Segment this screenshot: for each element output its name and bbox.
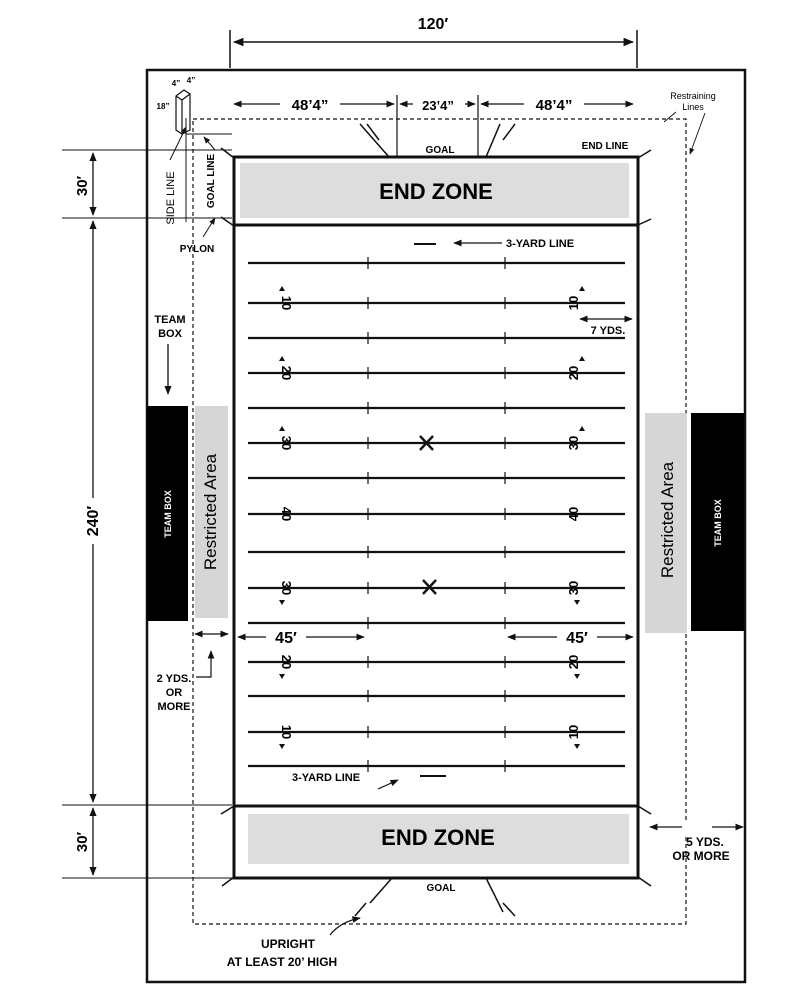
- yard-number-left: 20: [279, 655, 294, 669]
- restraining-lines-label-2: Lines: [682, 102, 704, 112]
- top-goal-support-left: [359, 123, 390, 158]
- side-line-label: SIDE LINE: [165, 171, 177, 224]
- yard-number-right: 30: [566, 436, 581, 450]
- end-zone-bottom-label: END ZONE: [381, 825, 495, 850]
- upright-label-1: UPRIGHT: [261, 937, 316, 951]
- yard-number-left: 10: [279, 296, 294, 310]
- restraining-line: [192, 118, 687, 925]
- team-box-callout-2: BOX: [158, 328, 183, 340]
- team-box-right: [691, 413, 744, 631]
- bottom-goal-support-left: [369, 877, 393, 904]
- yard-number-right: 20: [566, 366, 581, 380]
- two-yds-label-1: 2 YDS.: [157, 673, 192, 685]
- team-box-left: [147, 406, 188, 621]
- top-goal-support-right: [485, 123, 501, 158]
- pylon-arrow-2: [202, 217, 216, 238]
- hash-dist-left-label: 45′: [275, 630, 297, 647]
- pylon-dim-h: 18”: [157, 102, 170, 111]
- goal-width-label: 23’4”: [422, 98, 454, 113]
- yard-number-left: 30: [279, 581, 294, 595]
- upright-pointer: [329, 916, 361, 936]
- three-yard-label-bottom: 3-YARD LINE: [292, 772, 360, 784]
- end-zone-bottom-fill: [248, 814, 629, 864]
- two-yds-label-3: MORE: [158, 701, 191, 713]
- three-yard-pointer-bottom: [377, 779, 399, 790]
- pylon-mark-br2: [637, 876, 652, 887]
- five-yds-label-2: OR MORE: [672, 849, 729, 863]
- restraining-pointer-2: [689, 112, 706, 155]
- restricted-area-left: [195, 406, 228, 618]
- top-upright-right: [502, 123, 516, 141]
- two-yds-label-2: OR: [166, 687, 183, 699]
- pylon-arrow-3: [203, 136, 216, 151]
- end-zone-top-label: END ZONE: [379, 179, 493, 204]
- left-sideline-to-goal-label: 48’4”: [292, 97, 329, 114]
- team-box-callout-1: TEAM: [154, 314, 185, 326]
- bottom-upright-right: [502, 902, 516, 917]
- pylon-dim-w: 4”: [172, 79, 180, 88]
- three-yard-label-top: 3-YARD LINE: [506, 238, 574, 250]
- seven-yds-label: 7 YDS.: [591, 325, 626, 337]
- upright-label-2: AT LEAST 20’ HIGH: [227, 955, 337, 969]
- end-zone-top-fill: [240, 163, 629, 218]
- yard-number-right: 10: [566, 296, 581, 310]
- pylon-dim-d: 4”: [187, 76, 195, 85]
- yard-number-left: 40: [279, 507, 294, 521]
- yard-number-right: 10: [566, 725, 581, 739]
- yard-direction-triangles: [279, 286, 585, 749]
- two-yds-pointer: [196, 650, 215, 678]
- restraining-pointer-1: [663, 111, 677, 123]
- right-goal-to-sideline-label: 48’4”: [536, 97, 573, 114]
- yard-number-left: 10: [279, 725, 294, 739]
- restricted-area-right-label: Restricted Area: [658, 461, 677, 578]
- pylon-drawing: [175, 89, 191, 135]
- bottom-upright-left: [354, 902, 367, 917]
- end-zone-top-depth-label: 30′: [74, 175, 91, 196]
- pylon-mark-mr: [637, 218, 652, 226]
- end-line-label: END LINE: [582, 141, 629, 152]
- yard-number-left: 20: [279, 366, 294, 380]
- pylon-label: PYLON: [180, 244, 214, 255]
- field-length-label: 240′: [85, 506, 102, 537]
- pylon-mark-bl1: [220, 805, 235, 815]
- pylon-mark-br1: [637, 805, 652, 815]
- width-dimension-label: 120′: [418, 16, 449, 33]
- five-yds-label-1: 5 YDS.: [686, 835, 724, 849]
- pylon-mark-tr: [637, 149, 652, 159]
- yard-lines: [248, 261, 625, 768]
- pylon-arrow-1: [169, 126, 187, 161]
- restricted-area-left-label: Restricted Area: [201, 453, 220, 570]
- yard-number-right: 20: [566, 655, 581, 669]
- x-mark: [419, 435, 434, 451]
- goal-line-label: GOAL LINE: [206, 154, 217, 209]
- team-box-right-label: TEAM BOX: [713, 499, 723, 547]
- bottom-goal-support-right: [485, 877, 504, 913]
- end-zone-bottom-depth-label: 30′: [74, 831, 91, 852]
- top-upright-left: [366, 123, 380, 141]
- yard-number-right: 30: [566, 581, 581, 595]
- restraining-lines-label-1: Restraining: [670, 91, 716, 101]
- hash-dist-right-label: 45′: [566, 630, 588, 647]
- restricted-area-right: [645, 413, 687, 633]
- team-box-left-label: TEAM BOX: [163, 490, 173, 538]
- hash-marks: [367, 257, 506, 772]
- x-mark: [422, 579, 437, 595]
- top-goal-label: GOAL: [426, 145, 455, 156]
- bottom-goal-label: GOAL: [427, 883, 456, 894]
- yard-number-left: 30: [279, 436, 294, 450]
- yard-number-right: 40: [566, 507, 581, 521]
